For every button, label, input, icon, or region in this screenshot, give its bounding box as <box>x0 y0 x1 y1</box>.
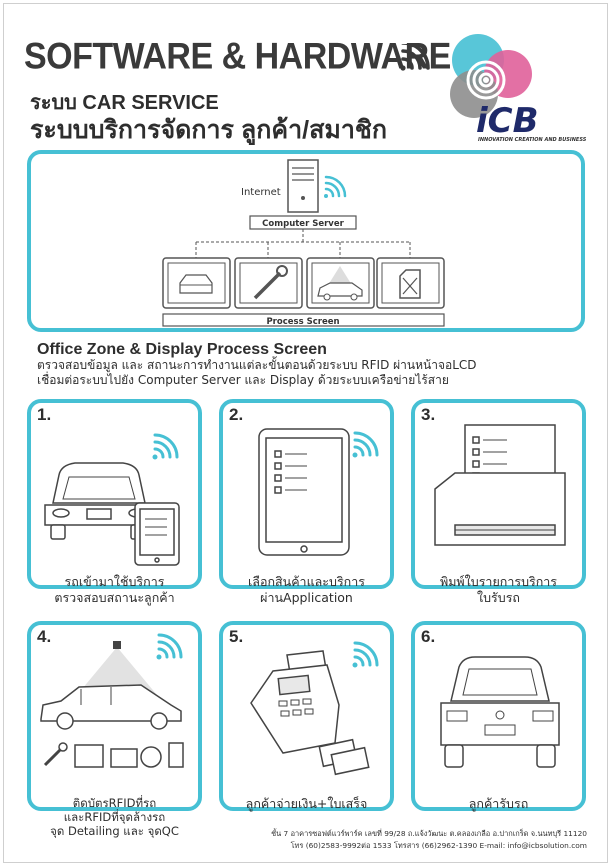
page-title: SOFTWARE & HARDWARE <box>24 36 451 78</box>
printer-icon <box>434 424 566 546</box>
car-rear-icon <box>440 656 560 768</box>
step-card-3: 3. <box>411 399 586 589</box>
step-card-1: 1. <box>27 399 202 589</box>
step-4-caption-line-3: จุด Detailing และ จุดQC <box>50 824 179 838</box>
step-card-2: 2. <box>219 399 394 589</box>
description-line-1: ตรวจสอบข้อมูล และ สถานะการทำงานแต่ละขั้น… <box>37 358 477 372</box>
footer-line-2: โทร (60)2583-9992ต่อ 1533 โทรสาร (66)296… <box>290 841 587 850</box>
section-description: ตรวจสอบข้อมูล และ สถานะการทำงานแต่ละขั้น… <box>37 358 597 388</box>
footer-address: ชั้น 7 อาคารซอฟต์แวร์พาร์ค เลขที่ 99/28 … <box>271 828 587 852</box>
tablet-checklist-icon <box>258 428 379 556</box>
server-icon <box>287 159 319 213</box>
step-1-caption: รถเข้ามาใช้บริการ ตรวจสอบสถานะลูกค้า <box>27 574 202 606</box>
step-2-caption: เลือกสินค้าและบริการ ผ่านApplication <box>219 574 394 606</box>
step-number: 3. <box>421 405 436 424</box>
footer-line-1: ชั้น 7 อาคารซอฟต์แวร์พาร์ค เลขที่ 99/28 … <box>271 829 587 838</box>
network-diagram <box>27 150 585 332</box>
screen-car-front <box>162 257 231 309</box>
step-number: 2. <box>229 405 244 424</box>
step-1-caption-line-2: ตรวจสอบสถานะลูกค้า <box>54 590 175 605</box>
screen-wrench <box>234 257 303 309</box>
network-diagram-art: Internet Computer Server <box>162 159 445 327</box>
screen-car-scan <box>306 257 375 309</box>
step-number: 4. <box>37 627 52 646</box>
step-number: 5. <box>229 627 244 646</box>
wifi-icon <box>400 44 430 71</box>
step-5-caption-line-1: ลูกค้าจ่ายเงิน+ใบเสร็จ <box>245 796 368 811</box>
step-3-caption-line-2: ใบรับรถ <box>477 590 520 605</box>
card-terminal-icon <box>250 641 379 776</box>
subtitle-car-service: ระบบ CAR SERVICE <box>30 92 219 114</box>
step-6-caption-line-1: ลูกค้ารับรถ <box>468 796 529 811</box>
step-card-4: 4. <box>27 621 202 811</box>
step-4-caption-line-2: และRFIDที่จุดล้างรถ <box>63 810 166 824</box>
step-6-caption: ลูกค้ารับรถ <box>411 796 586 812</box>
car-tablet-icon <box>44 433 180 566</box>
internet-label: Internet <box>241 187 281 198</box>
step-card-5: 5. <box>219 621 394 811</box>
subtitle-member-system: ระบบบริการจัดการ ลูกค้า/สมาชิก <box>30 116 387 144</box>
logo-tagline: INNOVATION CREATION AND BUSINESS <box>478 137 587 143</box>
server-wifi-icon <box>324 175 347 198</box>
step-4-caption: ติดบัตรRFIDที่รถ และRFIDที่จุดล้างรถ จุด… <box>27 796 202 838</box>
screen-fuel-can <box>376 257 445 309</box>
step-3-caption: พิมพ์ใบรายการบริการ ใบรับรถ <box>411 574 586 606</box>
step-2-caption-line-1: เลือกสินค้าและบริการ <box>248 574 365 589</box>
step-3-caption-line-1: พิมพ์ใบรายการบริการ <box>439 574 558 589</box>
step-card-6: 6. <box>411 621 586 811</box>
description-line-2: เชื่อมต่อระบบไปยัง Computer Server และ D… <box>37 373 449 387</box>
step-number: 1. <box>37 405 52 424</box>
icb-logo: iCB <box>450 34 539 141</box>
step-4-caption-line-1: ติดบัตรRFIDที่รถ <box>72 796 157 810</box>
logo-text: iCB <box>476 101 539 141</box>
step-2-caption-line-2: ผ่านApplication <box>260 590 353 605</box>
car-rfid-icon <box>40 633 184 768</box>
process-screen-label: Process Screen <box>266 317 339 327</box>
section-heading: Office Zone & Display Process Screen <box>37 341 327 358</box>
step-number: 6. <box>421 627 436 646</box>
step-5-caption: ลูกค้าจ่ายเงิน+ใบเสร็จ <box>219 796 394 812</box>
connection-lines <box>195 229 411 258</box>
step-1-caption-line-1: รถเข้ามาใช้บริการ <box>64 574 165 589</box>
server-label: Computer Server <box>262 219 344 229</box>
page-frame <box>3 3 608 863</box>
